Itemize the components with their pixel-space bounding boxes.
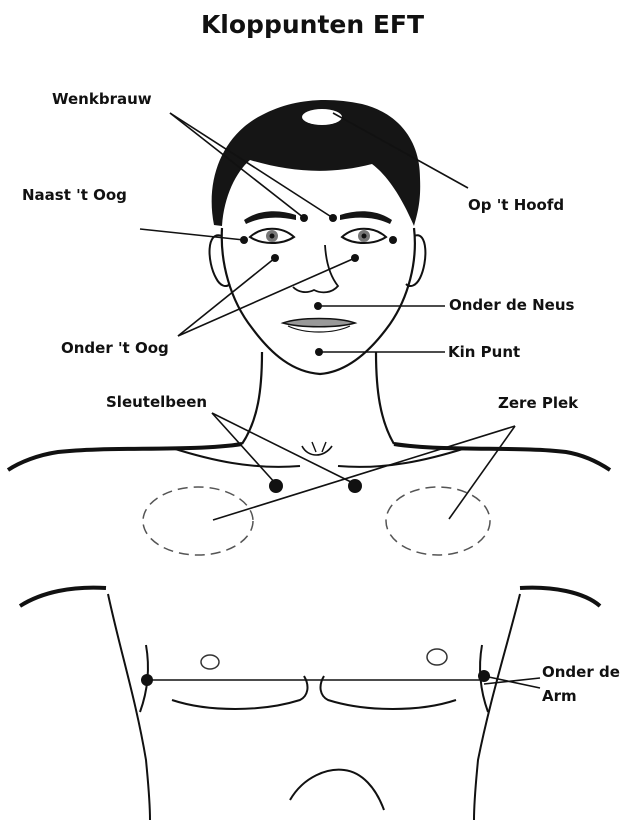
upper-lip <box>283 319 355 327</box>
left-upper-arm <box>20 588 106 606</box>
point-under-eye-left <box>271 254 279 262</box>
point-eyebrow <box>300 214 308 222</box>
right-pectoral <box>321 676 456 709</box>
label-kin-punt: Kin Punt <box>448 342 520 363</box>
point-collarbone-left <box>269 479 283 493</box>
leader-sleutelbeen-b <box>212 413 355 484</box>
label-op-hoofd: Op 't Hoofd <box>468 195 564 216</box>
label-onder-arm-line2: Arm <box>542 686 577 707</box>
left-eyebrow <box>244 211 296 224</box>
right-torso-side <box>474 594 520 820</box>
neck-notch <box>312 442 326 452</box>
label-zere-plek: Zere Plek <box>498 393 578 414</box>
leader-onder-arm-tip-a <box>484 676 540 688</box>
right-shoulder <box>394 444 610 470</box>
point-under-arm-right <box>478 670 490 682</box>
left-pectoral <box>172 676 307 709</box>
leader-onder-arm-tip-b <box>484 678 540 684</box>
point-under-nose <box>314 302 322 310</box>
label-naast-oog: Naast 't Oog <box>22 185 127 206</box>
right-upper-arm <box>520 588 600 606</box>
point-under-arm-left <box>141 674 153 686</box>
label-onder-neus: Onder de Neus <box>449 295 574 316</box>
right-clavicle <box>338 448 466 467</box>
left-torso-side <box>108 594 150 820</box>
right-nipple <box>427 649 447 665</box>
leader-zere-plek-a <box>213 426 515 520</box>
label-sleutelbeen: Sleutelbeen <box>106 392 207 413</box>
point-side-of-eye-left <box>240 236 248 244</box>
crown-highlight <box>302 109 342 125</box>
point-collarbone-right <box>348 479 362 493</box>
diagram-title: Kloppunten EFT <box>0 10 625 39</box>
left-nipple <box>201 655 219 669</box>
point-chin <box>315 348 323 356</box>
point-side-of-eye-right <box>389 236 397 244</box>
point-eyebrow-inner <box>329 214 337 222</box>
right-sore-spot <box>386 487 490 555</box>
left-clavicle <box>172 448 300 467</box>
right-eyebrow <box>340 211 392 224</box>
abdomen-arc <box>290 770 384 810</box>
label-onder-arm-line1: Onder de <box>542 662 620 683</box>
point-under-eye-right <box>351 254 359 262</box>
label-onder-oog: Onder 't Oog <box>61 338 169 359</box>
leader-naast-oog <box>140 229 244 240</box>
leader-sleutelbeen-a <box>212 413 276 484</box>
leader-onder-oog-a <box>178 258 275 336</box>
throat <box>302 446 332 455</box>
leader-zere-plek-b <box>449 426 515 519</box>
left-sore-spot <box>143 487 253 555</box>
neck-right <box>376 352 394 444</box>
label-wenkbrauw: Wenkbrauw <box>52 89 152 110</box>
